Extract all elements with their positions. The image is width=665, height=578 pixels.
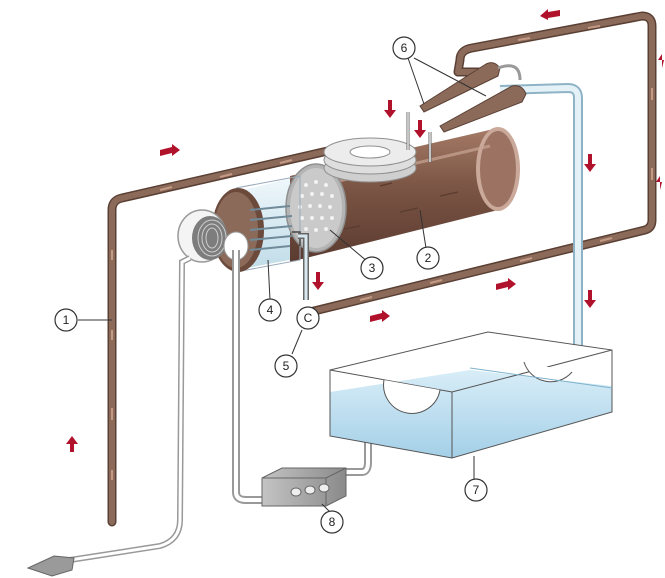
arrow-down-icon [312, 272, 324, 290]
arrow-up-icon [66, 436, 78, 452]
callout-1-label: 1 [63, 313, 70, 327]
callout-8-label: 8 [329, 515, 336, 529]
arrow-right-icon [370, 310, 390, 322]
callout-1: 1 [54, 308, 78, 332]
arrow-left-icon [540, 9, 560, 20]
valve-pipe [298, 233, 309, 300]
arrow-right-icon [160, 144, 180, 156]
arrow-down-icon [414, 120, 426, 138]
cyclones [406, 62, 527, 162]
arrow-right-icon [496, 278, 516, 290]
callout-6-label: 6 [401, 41, 408, 55]
arrow-down-icon [584, 290, 596, 308]
top-flange [323, 137, 417, 183]
callout-5-label: 5 [283, 359, 290, 373]
flow-arrows [66, 9, 664, 452]
arrow-up-icon [656, 176, 662, 190]
perforated-plate [285, 163, 347, 253]
callout-4: 4 [258, 298, 282, 322]
callout-8: 8 [320, 510, 344, 534]
probe-cable [26, 255, 192, 577]
callout-4-label: 4 [267, 303, 274, 317]
valve-c: C [296, 306, 320, 330]
pump-unit [261, 467, 347, 507]
callout-leaders [78, 57, 487, 513]
callout-3-label: 3 [369, 261, 376, 275]
arrow-down-icon [584, 154, 596, 172]
valve-c-label: C [304, 311, 313, 325]
callout-2-label: 2 [425, 251, 432, 265]
arrow-up-icon [658, 54, 664, 68]
tube-to-pump [232, 250, 372, 504]
callout-6: 6 [392, 36, 416, 60]
callout-7-label: 7 [473, 483, 480, 497]
callout-3: 3 [360, 256, 384, 280]
callout-2: 2 [416, 246, 440, 270]
coil-spool [177, 209, 249, 263]
callout-5: 5 [274, 354, 298, 378]
water-tank [329, 331, 613, 459]
callout-7: 7 [464, 478, 488, 502]
pipe-1-return [107, 145, 337, 527]
arrow-down-icon [384, 100, 396, 118]
pipe-top-loop [308, 11, 657, 317]
